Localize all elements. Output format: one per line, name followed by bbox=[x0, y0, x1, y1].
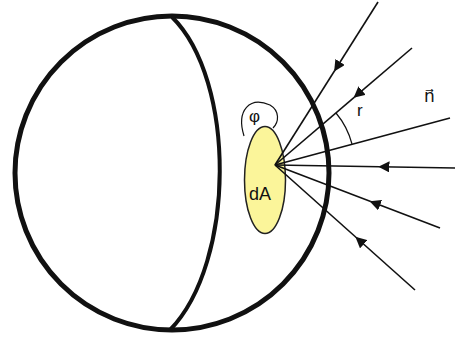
incoming-ray bbox=[335, 2, 378, 70]
patch-label: dA bbox=[249, 185, 271, 205]
incoming-ray bbox=[275, 165, 371, 202]
incoming-ray bbox=[371, 202, 440, 228]
incoming-ray bbox=[275, 165, 379, 167]
patch-ellipse bbox=[245, 127, 286, 234]
ray-label: r bbox=[357, 102, 363, 121]
phi-symbol: φ bbox=[249, 108, 260, 127]
normal-vector-label: n⃗ bbox=[424, 88, 435, 107]
angle-arc bbox=[336, 113, 352, 144]
sphere-outline bbox=[15, 16, 329, 330]
normal-line bbox=[275, 118, 450, 165]
patch-shape bbox=[243, 125, 287, 235]
incoming-ray bbox=[354, 48, 412, 97]
incoming-ray bbox=[379, 167, 455, 168]
meridian-arc bbox=[170, 17, 220, 330]
surface-patch: dA bbox=[243, 125, 287, 235]
phi-arc bbox=[242, 102, 278, 136]
incoming-ray bbox=[356, 238, 415, 291]
incoming-ray bbox=[275, 165, 356, 238]
